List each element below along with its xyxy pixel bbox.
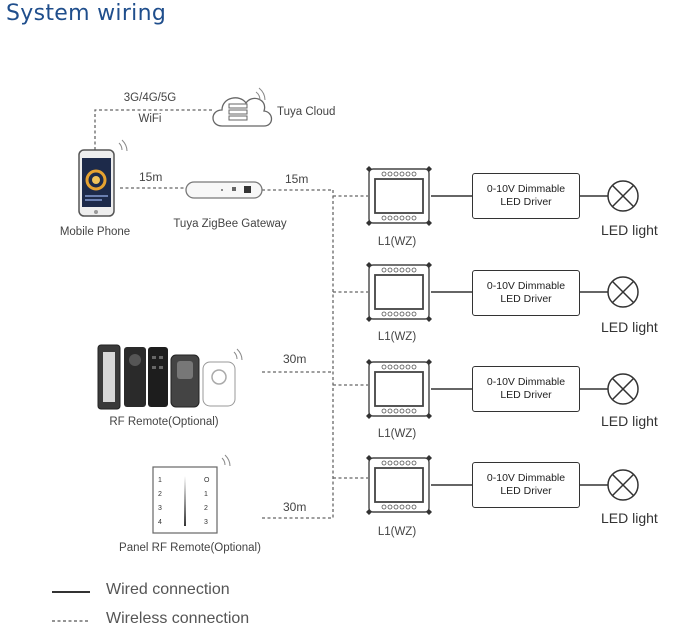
led-light-label: LED light — [601, 222, 658, 238]
rf-remote-label: RF Remote(Optional) — [109, 416, 219, 428]
gateway-label: Tuya ZigBee Gateway — [173, 218, 287, 230]
led-light-icon — [607, 469, 639, 501]
driver-line1: 0-10V Dimmable — [486, 472, 566, 484]
panel-button-left[interactable]: 4 — [158, 519, 162, 526]
rf-remote-icon — [97, 344, 243, 410]
module-icon — [366, 359, 432, 419]
legend-wireless-label: Wireless connection — [106, 610, 250, 627]
legend-wired-label: Wired connection — [106, 581, 230, 598]
panel-buttons-left: 1 2 3 4 — [158, 474, 162, 530]
panel-button-left[interactable]: 3 — [158, 505, 162, 512]
panel-remote-icon — [152, 454, 231, 534]
gateway-icon — [185, 181, 263, 199]
module-icon — [366, 455, 432, 515]
page-title: System wiring — [6, 1, 167, 26]
driver-line1: 0-10V Dimmable — [486, 376, 566, 388]
driver-box: 0-10V Dimmable LED Driver — [472, 270, 580, 316]
driver-line1: 0-10V Dimmable — [486, 183, 566, 195]
distance-gateway-modules: 15m — [285, 172, 309, 186]
panel-button-left[interactable]: 2 — [158, 491, 162, 498]
led-light-label: LED light — [601, 413, 658, 429]
led-light-icon — [607, 180, 639, 212]
phone-label: Mobile Phone — [59, 226, 131, 238]
module-label: L1(WZ) — [377, 331, 417, 343]
driver-box: 0-10V Dimmable LED Driver — [472, 173, 580, 219]
network-label-line1: 3G/4G/5G — [123, 92, 177, 104]
module-label: L1(WZ) — [377, 428, 417, 440]
distance-rf-remote: 30m — [283, 352, 307, 366]
driver-line1: 0-10V Dimmable — [486, 280, 566, 292]
module-icon — [366, 166, 432, 226]
cloud-label: Tuya Cloud — [277, 106, 336, 118]
wireless-links — [94, 109, 368, 519]
cloud-icon — [212, 87, 273, 127]
led-light-icon — [607, 373, 639, 405]
module-label: L1(WZ) — [377, 236, 417, 248]
panel-remote-label: Panel RF Remote(Optional) — [119, 542, 261, 554]
wired-links — [431, 195, 608, 486]
driver-box: 0-10V Dimmable LED Driver — [472, 462, 580, 508]
module-label: L1(WZ) — [377, 526, 417, 538]
driver-line2: LED Driver — [500, 293, 552, 305]
phone-cloud-link — [94, 109, 212, 150]
driver-line2: LED Driver — [500, 485, 552, 497]
driver-line2: LED Driver — [500, 196, 552, 208]
led-light-icon — [607, 276, 639, 308]
module-icon — [366, 262, 432, 322]
panel-button-left[interactable]: 1 — [158, 477, 162, 484]
panel-button-right[interactable]: O — [204, 477, 210, 484]
distance-phone-gateway: 15m — [139, 170, 163, 184]
panel-button-right[interactable]: 3 — [204, 519, 208, 526]
distance-panel-remote: 30m — [283, 500, 307, 514]
led-light-label: LED light — [601, 510, 658, 526]
panel-button-right[interactable]: 2 — [204, 505, 208, 512]
driver-box: 0-10V Dimmable LED Driver — [472, 366, 580, 412]
phone-icon — [78, 139, 128, 217]
driver-line2: LED Driver — [500, 389, 552, 401]
network-label-line2: WiFi — [138, 113, 162, 125]
panel-button-right[interactable]: 1 — [204, 491, 208, 498]
led-light-label: LED light — [601, 319, 658, 335]
panel-buttons-right: O 1 2 3 — [204, 474, 209, 530]
